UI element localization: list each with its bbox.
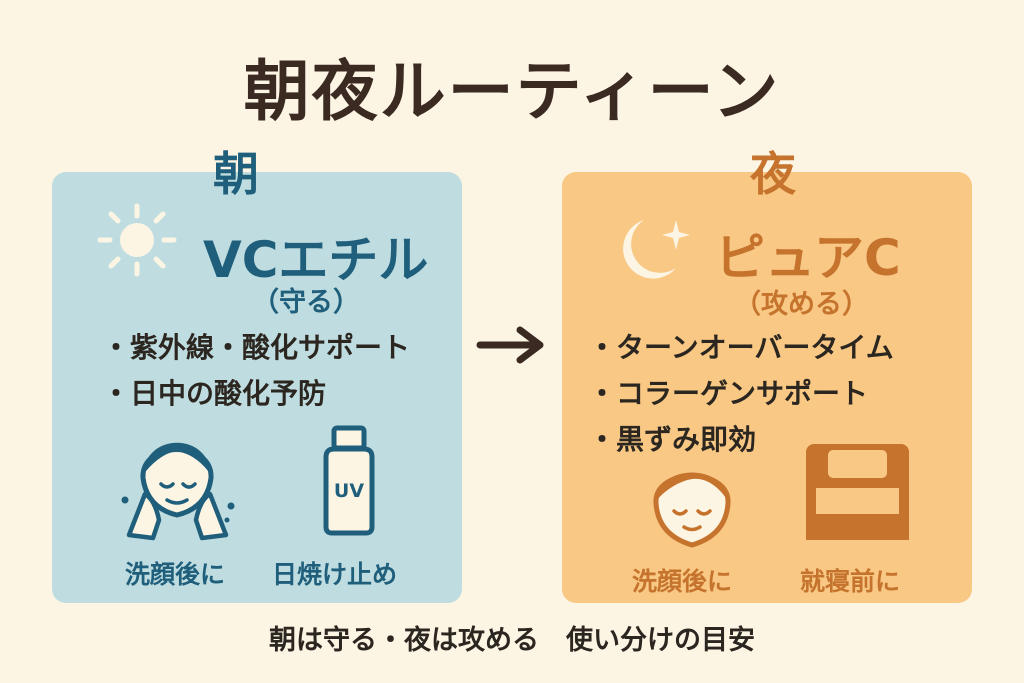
- morning-caption-sunscreen: 日焼け止め: [272, 560, 398, 589]
- night-benefit-list: ターンオーバータイム コラーゲンサポート 黒ずみ即効: [588, 325, 894, 463]
- arrow-right-icon: [476, 326, 544, 364]
- night-product-role: （攻める）: [734, 289, 869, 320]
- face-washing-icon: [121, 442, 235, 541]
- night-product-name: ピュアC: [715, 229, 901, 287]
- face-icon: [653, 472, 731, 548]
- moon-star-icon: [623, 220, 690, 279]
- morning-caption-after-wash: 洗顔後に: [125, 560, 226, 589]
- morning-product-role: （守る）: [252, 287, 360, 318]
- list-item: 日中の酸化予防: [102, 371, 410, 417]
- night-heading: 夜: [750, 147, 796, 201]
- list-item: ターンオーバータイム: [588, 325, 894, 371]
- page-title: 朝夜ルーティーン: [243, 53, 781, 130]
- morning-benefit-list: 紫外線・酸化サポート 日中の酸化予防: [102, 325, 410, 417]
- sun-icon: [97, 203, 177, 277]
- footer-note: 朝は守る・夜は攻める 使い分けの目安: [269, 625, 755, 656]
- list-item: 黒ずみ即効: [588, 417, 894, 463]
- night-caption-before-bed: 就寝前に: [800, 567, 901, 596]
- morning-product-name: VCエチル: [203, 231, 429, 289]
- bed-icon: [806, 444, 909, 540]
- sunscreen-bottle-icon: UV: [323, 425, 375, 536]
- list-item: 紫外線・酸化サポート: [102, 325, 410, 371]
- night-caption-after-wash: 洗顔後に: [632, 567, 733, 596]
- bottle-label: UV: [334, 480, 364, 502]
- morning-heading: 朝: [213, 147, 259, 201]
- list-item: コラーゲンサポート: [588, 371, 894, 417]
